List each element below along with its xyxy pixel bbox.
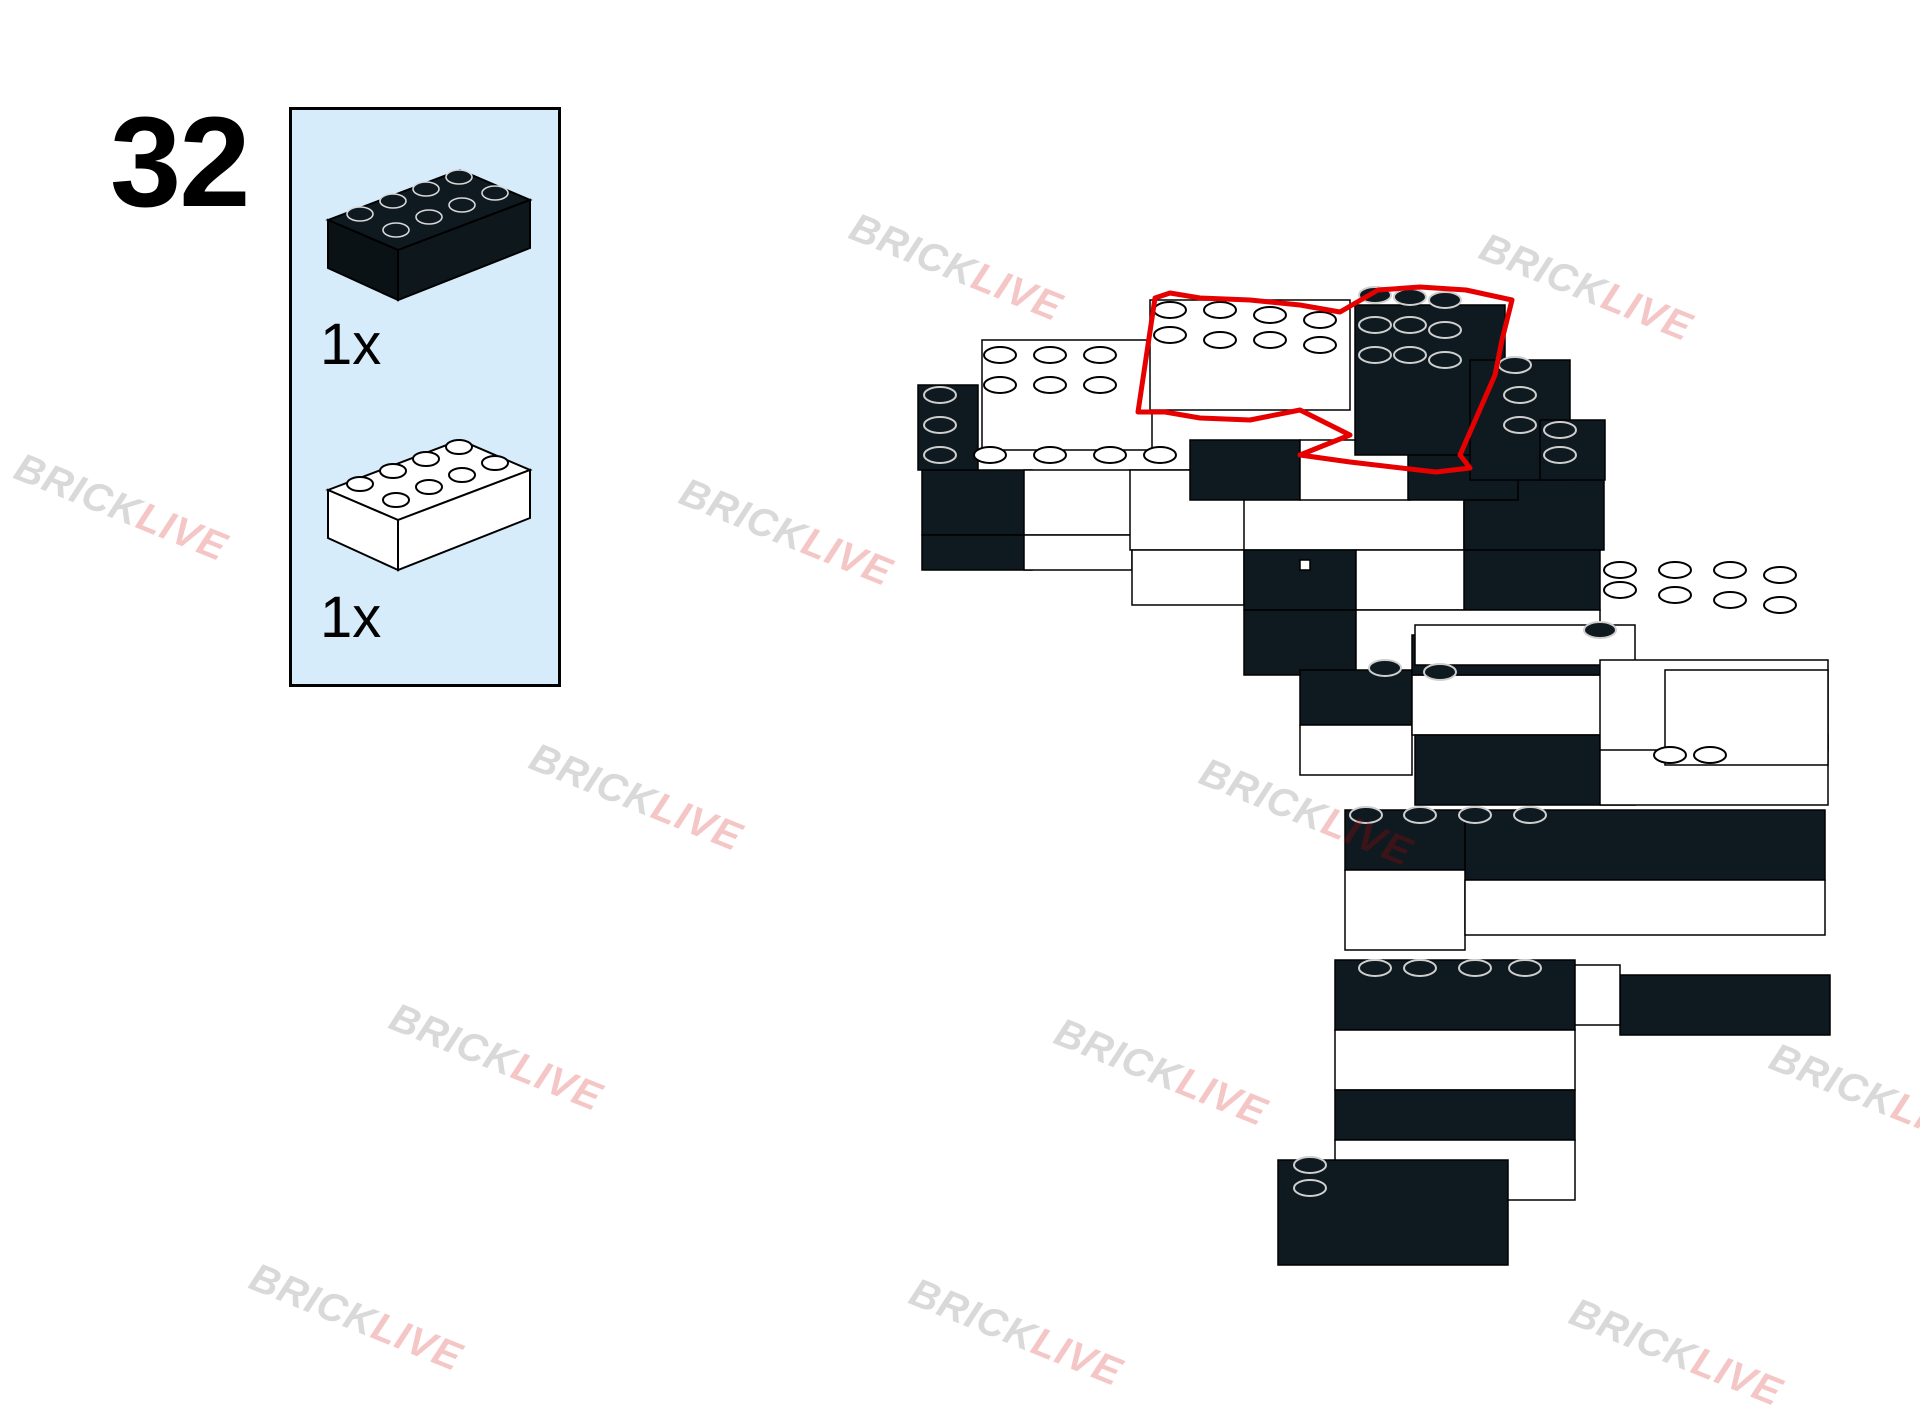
stud [1403, 806, 1437, 824]
stud [1583, 621, 1617, 639]
model-brick [1355, 549, 1467, 611]
instruction-page: 32 1x 1x [9, 91, 1920, 1415]
stud [1658, 586, 1692, 604]
stud [1153, 301, 1187, 319]
white-brick-quantity: 1x [320, 585, 382, 650]
model-brick [1243, 609, 1357, 676]
model-brick [1243, 549, 1357, 611]
model-brick [1619, 974, 1831, 1036]
stud [983, 346, 1017, 364]
stud [1358, 316, 1392, 334]
stud [1508, 959, 1542, 977]
model-brick [1414, 734, 1636, 806]
model-brick [1574, 964, 1621, 1026]
model-brick [921, 534, 1033, 571]
model-brick [1464, 879, 1826, 936]
stud [1603, 581, 1637, 599]
stud [1713, 561, 1747, 579]
stud [1203, 331, 1237, 349]
model-brick [1189, 439, 1301, 501]
model-brick [1277, 1159, 1509, 1266]
model-brick [1299, 559, 1311, 571]
stud [923, 386, 957, 404]
model-brick [1411, 674, 1603, 736]
stud [1033, 376, 1067, 394]
stud [983, 376, 1017, 394]
stud [1503, 416, 1537, 434]
stud [1143, 446, 1177, 464]
stud [1603, 561, 1637, 579]
stud [1423, 663, 1457, 681]
stud [1458, 806, 1492, 824]
stud [1033, 346, 1067, 364]
stud [1713, 591, 1747, 609]
stud [1458, 959, 1492, 977]
model-brick [1664, 669, 1829, 766]
stud [1293, 1156, 1327, 1174]
stud [1763, 596, 1797, 614]
stud [1368, 659, 1402, 677]
stud [1358, 959, 1392, 977]
model-brick [1131, 549, 1245, 606]
stud [1763, 566, 1797, 584]
stud [1393, 316, 1427, 334]
model-brick [921, 469, 1033, 536]
stud [973, 446, 1007, 464]
stud [1503, 386, 1537, 404]
black-brick-2x4-icon [325, 168, 533, 302]
stud [1033, 446, 1067, 464]
stud [1153, 326, 1187, 344]
model-brick [1023, 534, 1133, 571]
step-number: 32 [110, 91, 250, 234]
stud [1393, 288, 1427, 306]
model-brick [1334, 1089, 1576, 1141]
stud [1253, 331, 1287, 349]
new-bricks-highlight [1135, 284, 1515, 475]
stud [1083, 346, 1117, 364]
parts-list-panel: 1x 1x [289, 107, 561, 687]
stud [1428, 291, 1462, 309]
stud [1349, 806, 1383, 824]
stud [1203, 301, 1237, 319]
stud [1428, 351, 1462, 369]
stud [1403, 959, 1437, 977]
stud [1083, 376, 1117, 394]
white-brick-2x4-icon [325, 438, 533, 572]
model-illustration [917, 284, 1831, 1266]
stud [1093, 446, 1127, 464]
stud [1393, 346, 1427, 364]
black-brick-quantity: 1x [320, 312, 382, 377]
model-brick [1334, 1029, 1576, 1091]
stud [1658, 561, 1692, 579]
model-brick [1299, 669, 1413, 726]
stud [1253, 306, 1287, 324]
stud [1428, 321, 1462, 339]
stud [1513, 806, 1547, 824]
stud [1498, 356, 1532, 374]
stud [1543, 421, 1577, 439]
stud [1303, 336, 1337, 354]
stud [923, 416, 957, 434]
stud [1653, 746, 1687, 764]
stud [1693, 746, 1727, 764]
model-brick [1463, 549, 1601, 611]
stud [1358, 346, 1392, 364]
model-brick [1344, 869, 1466, 951]
model-brick [1299, 724, 1413, 776]
stud [1303, 311, 1337, 329]
stud [1293, 1179, 1327, 1197]
stud [923, 446, 957, 464]
stud [1543, 446, 1577, 464]
